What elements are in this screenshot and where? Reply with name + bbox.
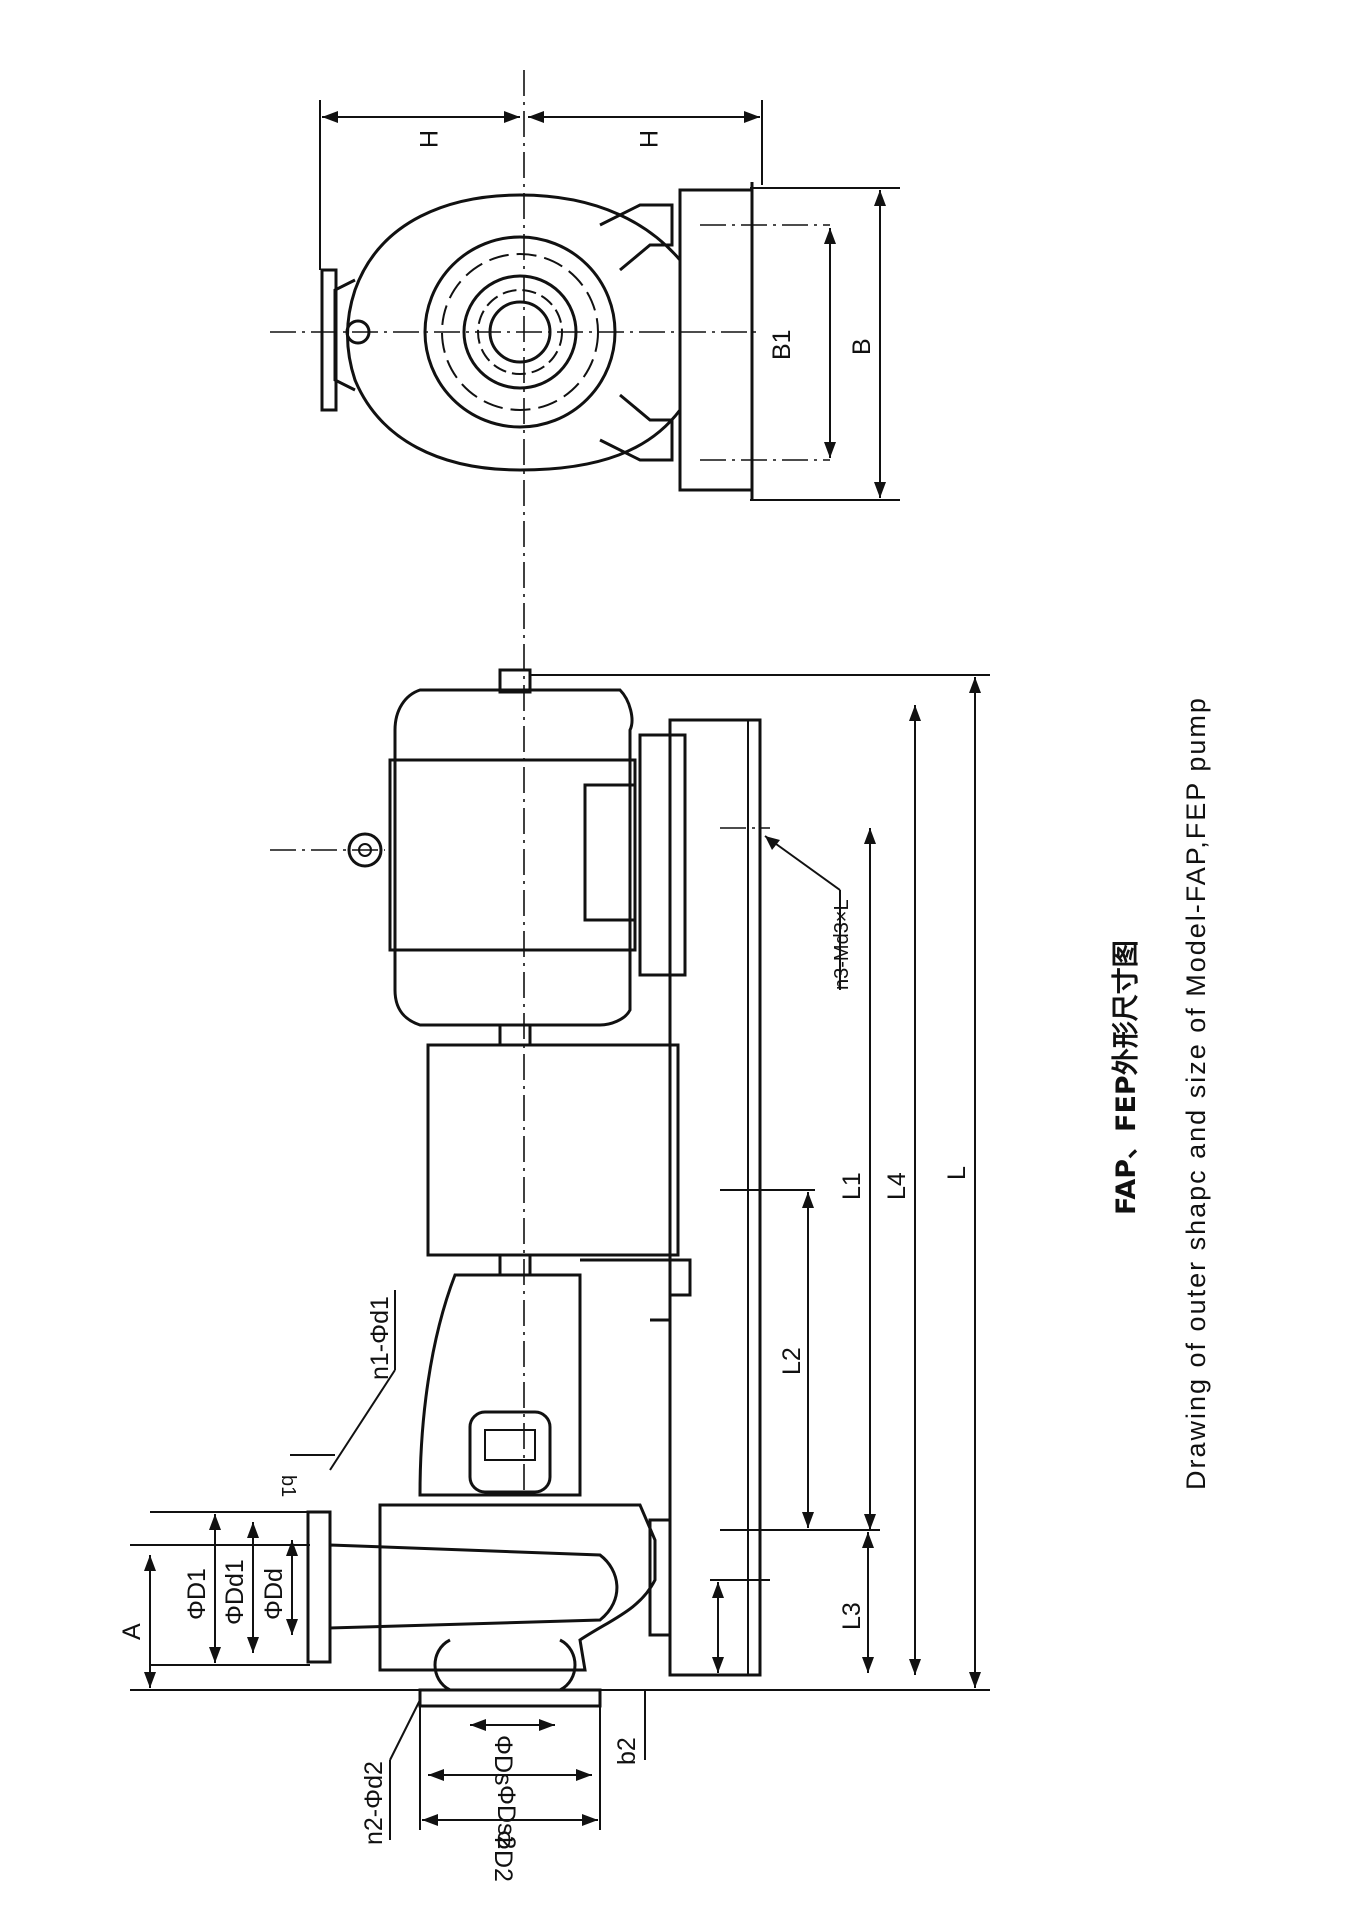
pump-casing xyxy=(378,1503,657,1672)
upper-foot xyxy=(599,203,674,272)
L1-label: L1 xyxy=(838,1172,866,1200)
motor-drive-shaft xyxy=(498,1023,532,1047)
end-base-plate xyxy=(678,188,754,492)
pump-shaft xyxy=(498,1253,532,1277)
seal-housing-outer xyxy=(423,235,617,429)
motor-feet xyxy=(638,733,687,977)
motor-shaft-end xyxy=(498,668,532,694)
end-view: H H B1 B xyxy=(270,100,900,501)
caption-english: Drawing of outer shapc and size of Model… xyxy=(1181,696,1211,1490)
side-dimensions: L L4 L1 n3-Md3×L L2 L3 xyxy=(118,674,990,1882)
lower-foot xyxy=(599,393,674,462)
side-view xyxy=(270,668,770,1708)
terminal-box xyxy=(583,783,637,922)
B-label: B xyxy=(848,338,876,355)
lifting-eye xyxy=(347,832,383,868)
A-label: A xyxy=(118,1623,146,1640)
H-right-label: H xyxy=(634,130,662,148)
L-label: L xyxy=(943,1166,971,1180)
H-left-label: H xyxy=(414,130,442,148)
volute-casing xyxy=(346,193,682,472)
n3-leader xyxy=(764,835,841,891)
seal-housing-dashed xyxy=(441,253,599,411)
n3-label: n3-Md3×L xyxy=(831,899,853,990)
n1-label: n1-Φd1 xyxy=(366,1296,394,1380)
n1-leader xyxy=(329,1369,396,1471)
D1-label: ΦD1 xyxy=(183,1568,211,1620)
L3-label: L3 xyxy=(838,1602,866,1630)
b2-label: b2 xyxy=(613,1737,641,1765)
discharge-flange xyxy=(320,268,338,412)
L2-label: L2 xyxy=(778,1347,806,1375)
discharge-neck xyxy=(328,1543,619,1630)
Ds2-label: ΦDs2 xyxy=(492,1785,520,1849)
bearing-bracket xyxy=(418,1273,582,1497)
b1-label: b1 xyxy=(277,1475,299,1497)
caption-chinese: FAP、FEP外形尺寸图 xyxy=(1111,940,1142,1215)
motor-body xyxy=(393,688,634,1027)
L4-label: L4 xyxy=(883,1172,911,1200)
seal-window xyxy=(468,1410,552,1494)
shaft-sleeve xyxy=(488,300,552,364)
coupling-guard xyxy=(426,1043,680,1257)
suction-flange xyxy=(418,1688,602,1708)
shaft-dashed xyxy=(477,289,563,375)
Dd1-label: ΦDd1 xyxy=(221,1559,249,1625)
base-plate xyxy=(668,718,762,1677)
suction-neck xyxy=(433,1638,577,1692)
n2-label: n2-Φd2 xyxy=(360,1761,388,1845)
discharge-flange-side xyxy=(306,1510,332,1664)
D2-label: ΦD2 xyxy=(489,1830,517,1882)
Ds-label: ΦDs xyxy=(489,1735,517,1786)
seal-window-inner xyxy=(484,1429,536,1461)
B1-label: B1 xyxy=(768,329,796,360)
Dd-label: ΦDd xyxy=(260,1568,288,1620)
bracket-foot xyxy=(580,1258,692,1322)
gland xyxy=(462,274,578,390)
n2-leader xyxy=(389,1699,421,1761)
